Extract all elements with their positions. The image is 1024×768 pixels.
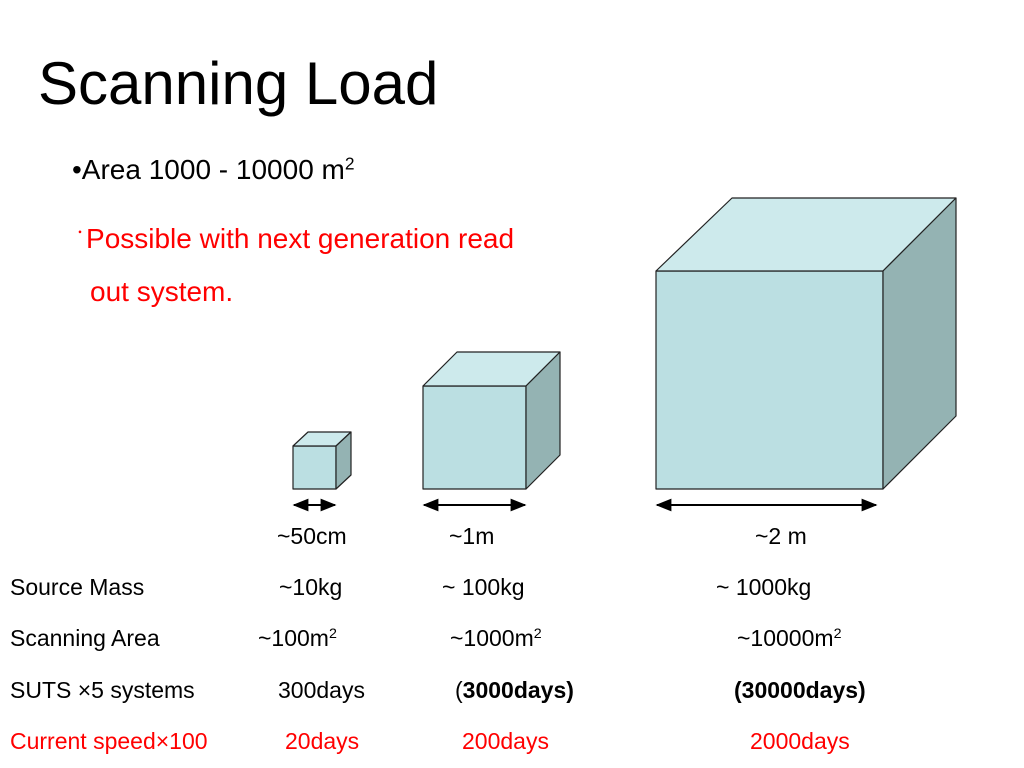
- bullet-possible-line1: Possible with next generation read: [86, 223, 515, 254]
- row-label-source-mass: Source Mass: [10, 574, 145, 600]
- current-large: 2000days: [750, 728, 850, 754]
- cube-large-side: [882, 197, 957, 490]
- slide-title: Scanning Load: [38, 50, 439, 117]
- current-medium: 200days: [462, 728, 549, 754]
- mass-medium: ~ 100kg: [442, 574, 525, 600]
- mass-large: ~ 1000kg: [716, 574, 812, 600]
- suts-large: (30000days): [734, 677, 866, 703]
- suts-small: 300days: [278, 677, 365, 703]
- area-large: ~10000m2: [737, 625, 842, 651]
- size-small: ~50cm: [277, 523, 347, 549]
- bullet-possible-line2: out system.: [90, 276, 234, 307]
- current-small: 20days: [285, 728, 360, 754]
- cube-medium-front: [422, 385, 527, 490]
- bullet-area: •Area 1000 - 10000 m2: [72, 153, 355, 186]
- cube-medium-side: [525, 351, 561, 490]
- area-medium: ~1000m2: [450, 625, 542, 651]
- row-label-scanning-area: Scanning Area: [10, 625, 160, 651]
- row-label-current-speed: Current speed×100: [10, 728, 208, 754]
- bullet-marker: ･: [76, 225, 85, 242]
- row-label-suts: SUTS ×5 systems: [10, 677, 195, 703]
- cube-large: [655, 197, 957, 490]
- cube-large-front: [655, 270, 884, 490]
- cube-medium: [422, 351, 561, 490]
- area-small: ~100m2: [258, 625, 337, 651]
- bullet-area-exponent: 2: [344, 153, 355, 174]
- size-medium: ~1m: [449, 523, 495, 549]
- cube-small-front: [292, 445, 337, 490]
- bullet-possible: ･Possible with next generation read out …: [76, 225, 514, 306]
- suts-medium: (3000days): [455, 677, 574, 703]
- cube-small: [292, 431, 352, 490]
- bullet-area-text: •Area 1000 - 10000 m: [72, 154, 345, 185]
- mass-small: ~10kg: [279, 574, 343, 600]
- cube-small-side: [335, 431, 352, 490]
- size-large: ~2 m: [755, 523, 807, 549]
